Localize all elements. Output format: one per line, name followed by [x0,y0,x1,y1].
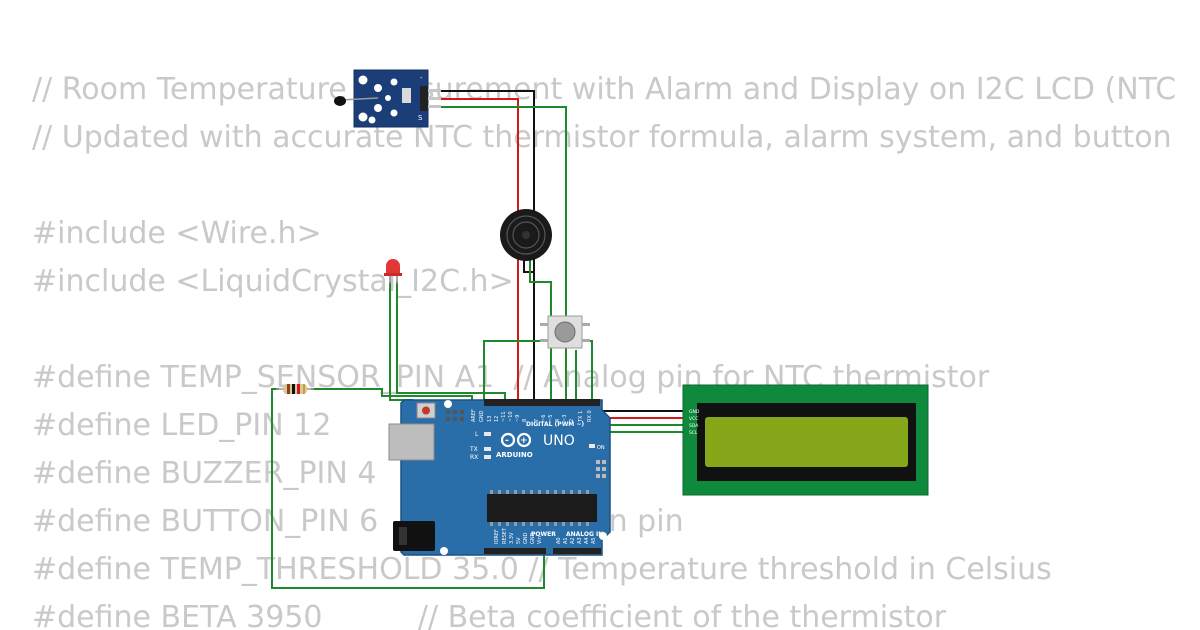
pin-label-3: ~3 [562,415,568,422]
digital-header-label: DIGITAL (PWM ~) [526,421,584,428]
arduino-brand: ARDUINO [496,451,533,459]
pin-label-gnd: GND [479,410,485,422]
code-line: // Room Temperature Measurement with Ala… [32,72,1177,107]
svg-text:VCC: VCC [689,416,698,422]
thermistor-bead [334,96,346,106]
code-line: #define TEMP_THRESHOLD 35.0 // Temperatu… [32,552,1052,587]
sensor-signal-label: S [418,114,423,122]
wire-button-right[interactable] [584,340,593,408]
atmega-chip [487,494,597,522]
code-line: // Updated with accurate NTC thermistor … [32,120,1172,155]
pin-label-5: ~5 [548,415,554,422]
push-button[interactable] [540,315,590,349]
pin-label-6: ~6 [541,415,547,422]
on-label: ON [597,445,605,451]
svg-text:A0: A0 [556,537,562,544]
arduino-logo-minus: - [505,436,509,446]
svg-text:TX: TX [469,446,478,453]
reset-button-cap [422,406,430,415]
pin-label-7: 7 [534,419,540,422]
digital-header [484,399,600,406]
svg-text:RESET: RESET [502,527,508,544]
power-pin-labels: IOREF RESET 3.3V 5V GND GND Vin [494,527,543,544]
svg-text:A4: A4 [584,537,590,544]
code-line: #define BUZZER_PIN 4 n [32,456,587,491]
code-line: #define BETA 3950 // Beta coefficient of… [32,600,947,630]
pin-label-11: ~11 [501,411,507,422]
analog-pin-labels: A0 A1 A2 A3 A4 A5 [556,537,597,544]
arduino-logo-plus: + [520,436,528,446]
mounting-hole [599,532,607,540]
svg-text:A1: A1 [563,537,569,544]
usb-connector [388,423,435,461]
svg-text:5V: 5V [516,537,522,544]
chip-pins [490,490,589,526]
svg-text:A3: A3 [577,537,583,544]
onboard-leds: L TX RX [469,431,491,461]
pin-label-2: 2 [569,419,575,422]
wire-led-cathode[interactable] [396,282,506,408]
power-header [484,548,546,554]
arduino-logo [500,432,532,448]
sensor-minus-label: - [420,74,423,82]
on-led [589,444,595,448]
icsp-header-right [596,460,606,478]
wire-led-anode[interactable] [389,282,413,408]
svg-text:GND: GND [523,532,529,544]
wire-button-left[interactable] [483,340,547,408]
code-line: #include <Wire.h> [32,216,322,251]
svg-text:3.3V: 3.3V [509,532,515,544]
piezo-buzzer[interactable] [500,209,552,261]
svg-text:GND: GND [689,409,700,415]
svg-text:GND: GND [530,532,536,544]
lcd-pin-labels: GND VCC SDA SCL [689,409,700,436]
icsp-header [446,410,464,421]
mounting-hole [444,400,452,408]
pin-label-12: 12 [494,416,500,422]
svg-text:Vin: Vin [537,536,543,544]
arduino-uno-board[interactable]: AREF GND 13 12 ~11 ~10 ~9 8 7 ~6 ~5 4 ~3… [388,399,611,556]
resistor[interactable] [276,384,314,394]
wire-resistor-left[interactable] [271,388,545,589]
svg-text:RX: RX [470,454,478,461]
svg-text:IOREF: IOREF [494,529,500,544]
analog-header [553,548,601,554]
sensor-pin-header [420,86,428,111]
power-label: POWER [531,531,556,538]
svg-text:A5: A5 [591,537,597,544]
pin-label-13: 13 [487,416,493,422]
svg-text:SDA: SDA [689,423,699,429]
pin-label-8: 8 [522,419,528,422]
ntc-sensor-module[interactable]: - S [334,69,441,128]
pin-label-aref: AREF [471,409,477,422]
svg-text:SCL: SCL [689,430,698,436]
code-line: #include <LiquidCrystal_I2C.h> [32,264,514,299]
lcd-screen [705,417,908,467]
svg-text:A2: A2 [570,537,576,544]
arduino-model: UNO [543,433,575,449]
digital-pin-labels: AREF GND 13 12 ~11 ~10 ~9 8 7 ~6 ~5 4 ~3… [471,409,593,423]
analog-label: ANALOG IN [566,531,603,538]
code-line: #define LED_PIN 12 [32,408,332,443]
lcd-16x2-i2c[interactable]: GND VCC SDA SCL [682,384,929,496]
pin-label-9: ~9 [515,415,521,422]
pin-label-tx: TX 1 [578,411,584,423]
pin-label-10: ~10 [508,411,514,422]
svg-text:L: L [475,431,479,438]
pin-label-rx: RX 0 [587,410,593,422]
mounting-hole [440,547,448,555]
red-led[interactable] [384,259,402,284]
pin-label-4: 4 [555,419,561,422]
